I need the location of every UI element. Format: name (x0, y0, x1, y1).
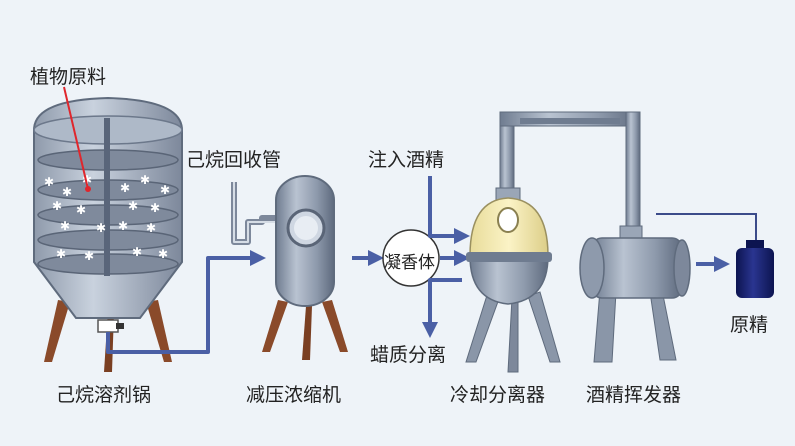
svg-text:✱: ✱ (44, 175, 54, 189)
arrow-wax-separation (422, 278, 462, 338)
label-absolute: 原精 (730, 314, 769, 336)
svg-text:✱: ✱ (84, 249, 94, 263)
svg-text:✱: ✱ (60, 219, 70, 233)
extraction-shaft (104, 118, 110, 276)
svg-text:✱: ✱ (82, 173, 92, 187)
vent-line (656, 213, 757, 244)
label-raw-material: 植物原料 (30, 66, 107, 88)
svg-text:✱: ✱ (158, 247, 168, 261)
absolute-bottle (736, 240, 774, 298)
pipe-pot-to-concentrator (106, 250, 266, 354)
alcohol-evaporator (579, 225, 691, 363)
svg-text:✱: ✱ (118, 219, 128, 233)
flower-icons: ✱✱✱ ✱✱✱ ✱✱✱✱ ✱✱✱✱ ✱✱✱✱ (44, 173, 170, 263)
concrete-circle (382, 229, 440, 287)
svg-text:✱: ✱ (132, 245, 142, 259)
separator-lower (469, 255, 549, 305)
svg-text:✱: ✱ (96, 221, 106, 235)
cooling-separator (465, 111, 561, 373)
concentrator (262, 175, 348, 360)
svg-text:✱: ✱ (56, 247, 66, 261)
svg-text:✱: ✱ (150, 201, 160, 215)
label-extraction-pot: 己烷溶剂锅 (56, 384, 152, 406)
label-wax-separation: 蜡质分离 (370, 344, 447, 366)
extraction-pot: ✱✱✱ ✱✱✱ ✱✱✱✱ ✱✱✱✱ ✱✱✱✱ (33, 96, 183, 372)
vapor-pipe (499, 111, 641, 233)
svg-text:✱: ✱ (160, 183, 170, 197)
label-separator: 冷却分离器 (450, 384, 546, 406)
raw-material-pointer (63, 86, 89, 190)
label-inject-alcohol: 注入酒精 (368, 149, 445, 171)
svg-text:✱: ✱ (146, 221, 156, 235)
hexane-recovery-pipe (231, 182, 278, 245)
svg-text:✱: ✱ (52, 199, 62, 213)
outlet-valve (97, 319, 119, 333)
label-hexane-pipe: 己烷回收管 (186, 149, 282, 171)
arrow-inject-alcohol (428, 176, 470, 244)
svg-text:✱: ✱ (140, 173, 150, 187)
svg-text:✱: ✱ (120, 181, 130, 195)
label-concrete: 凝香体 (384, 253, 435, 273)
svg-text:✱: ✱ (62, 185, 72, 199)
label-evaporator: 酒精挥发器 (586, 384, 682, 406)
label-concentrator: 减压浓缩机 (246, 384, 342, 406)
svg-text:✱: ✱ (128, 199, 138, 213)
svg-text:✱: ✱ (76, 203, 86, 217)
